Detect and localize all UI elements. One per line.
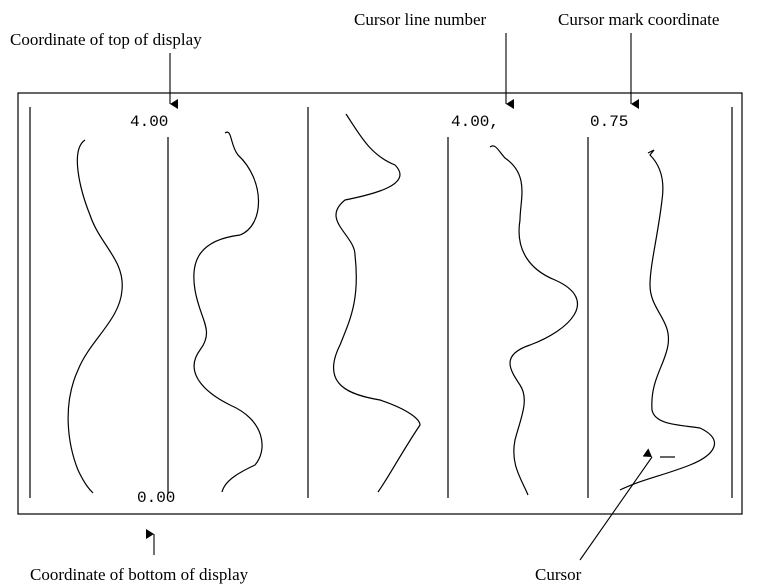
top-coordinate-label: Coordinate of top of display bbox=[10, 30, 202, 49]
cursor-line-number-label: Cursor line number bbox=[354, 10, 487, 29]
bottom-coordinate-label: Coordinate of bottom of display bbox=[30, 565, 249, 584]
trace-2 bbox=[193, 131, 263, 493]
trace-1 bbox=[67, 139, 123, 494]
cursor-mark-coordinate-label: Cursor mark coordinate bbox=[558, 10, 719, 29]
cursor-label: Cursor bbox=[535, 565, 582, 584]
trace-4 bbox=[489, 145, 579, 496]
trace-3 bbox=[333, 113, 421, 493]
top-coordinate-value: 4.00 bbox=[130, 113, 168, 131]
bottom-coordinate-value: 0.00 bbox=[137, 489, 175, 507]
cursor-line-number-value: 4.00, bbox=[451, 113, 499, 131]
cursor-mark-coordinate-value: 0.75 bbox=[590, 113, 628, 131]
trace-5 bbox=[619, 149, 715, 491]
cursor-arrow bbox=[579, 448, 653, 561]
display-frame bbox=[17, 92, 743, 515]
